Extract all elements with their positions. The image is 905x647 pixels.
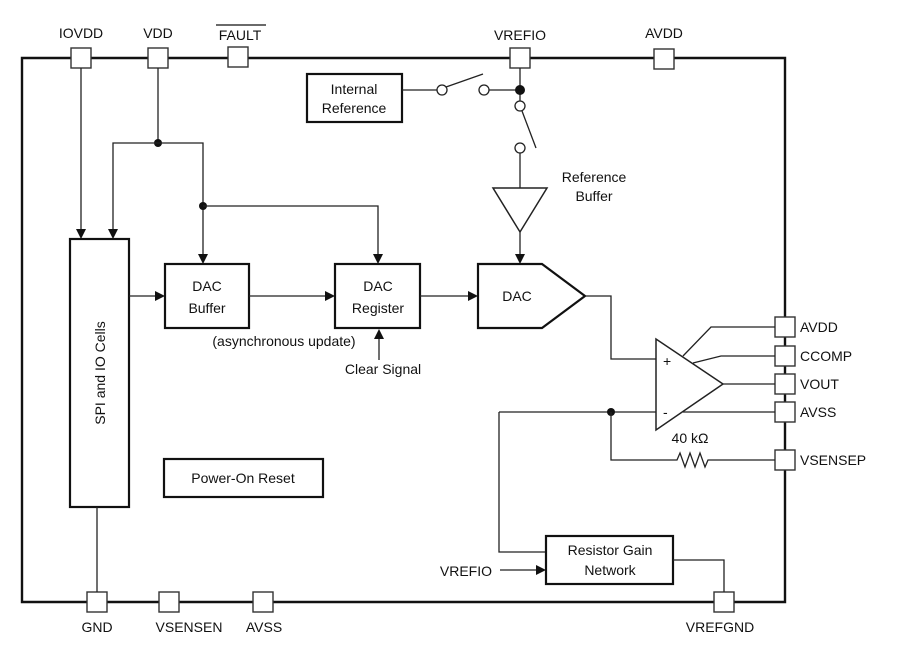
arrow-head [536, 565, 546, 575]
pin-label: AVDD [645, 25, 683, 41]
vrefio-input-label: VREFIO [440, 563, 492, 579]
internal-reference-block: Internal Reference [305, 72, 404, 124]
pin-label: GND [81, 619, 112, 635]
pin-right-ccomp: CCOMP [774, 345, 852, 367]
reference-buffer-label: Reference [562, 169, 627, 185]
pin-label: VSENSEP [800, 452, 866, 468]
arrow-head [374, 329, 384, 339]
block-label: Power-On Reset [191, 470, 295, 486]
arrow-head [108, 229, 118, 239]
opamp-minus-label: - [663, 404, 668, 420]
pin-label: VREFGND [686, 619, 754, 635]
block-label: DAC [363, 278, 393, 294]
wire-dac-to-opamp [585, 295, 656, 360]
switch-contact [436, 84, 448, 96]
pin-bottom-gnd: GND [81, 591, 113, 635]
arrow-head [325, 291, 335, 301]
pin-bottom-vrefgnd: VREFGND [686, 591, 754, 635]
power-on-reset-block: Power-On Reset [162, 457, 325, 499]
reference-buffer-triangle [491, 187, 549, 234]
pin-top-avdd: AVDD [645, 25, 683, 70]
pin-label: AVSS [800, 404, 836, 420]
pin-right-vout: VOUT [774, 373, 839, 395]
pin-top-vdd: VDD [143, 25, 173, 69]
arrow-head [76, 229, 86, 239]
reference-buffer-label: Buffer [575, 188, 612, 204]
arrow-head [155, 291, 165, 301]
chip-outline [20, 56, 787, 604]
wire-opamp-avdd [682, 326, 775, 357]
pin-label: VOUT [800, 376, 839, 392]
pin-right-avdd: AVDD [774, 316, 838, 338]
block-label: Network [584, 562, 636, 578]
switch-contact [478, 84, 490, 96]
wire-vdd-to-dacreg [203, 205, 379, 255]
arrow-head [515, 254, 525, 264]
clear-signal-label: Clear Signal [345, 361, 421, 377]
pin-label: VSENSEN [156, 619, 223, 635]
wire-rgn-to-vrefgnd [673, 559, 725, 592]
wire-opamp-ccomp [692, 355, 775, 364]
pin-top-vrefio: VREFIO [494, 27, 546, 69]
block-label: Buffer [188, 300, 225, 316]
pin-right-vsensep: VSENSEP [774, 449, 866, 471]
arrow-head [468, 291, 478, 301]
pin-label: AVSS [246, 619, 282, 635]
pin-label: CCOMP [800, 348, 852, 364]
spi-io-cells-block: SPI and IO Cells [68, 237, 131, 509]
pin-bottom-vsensen: VSENSEN [156, 591, 223, 635]
pin-label: VREFIO [494, 27, 546, 43]
arrow-head [198, 254, 208, 264]
dac-register-block: DAC Register [333, 262, 422, 330]
pin-bottom-avss: AVSS [246, 591, 282, 635]
dac-buffer-block: DAC Buffer [163, 262, 251, 330]
block-label: DAC [192, 278, 222, 294]
pin-label: FAULT [219, 27, 262, 43]
pin-top-fault: FAULT [216, 24, 266, 68]
wire-vdd-to-dacbuf [158, 142, 204, 255]
pin-right-avss: AVSS [774, 401, 836, 423]
block-label: Reference [322, 100, 387, 116]
block-label: Internal [331, 81, 378, 97]
junction-dot [515, 85, 525, 95]
wire-vdd-to-spi [112, 142, 158, 230]
pin-label: VDD [143, 25, 173, 41]
arrow-head [373, 254, 383, 264]
pin-top-iovdd: IOVDD [59, 25, 103, 69]
opamp-plus-label: + [663, 353, 671, 369]
pin-label: AVDD [800, 319, 838, 335]
wire-feedback-resistor [610, 412, 775, 469]
dac-block: DAC [476, 262, 587, 330]
switch-contact [514, 142, 526, 154]
switch-blade [521, 110, 537, 149]
resistor-gain-network-block: Resistor Gain Network [544, 534, 675, 586]
wire-feedback-to-rgn [498, 412, 545, 553]
block-label: Resistor Gain [568, 542, 653, 558]
block-label: DAC [502, 288, 532, 304]
block-label: SPI and IO Cells [92, 321, 108, 425]
switch-contact [514, 100, 526, 112]
block-label: Register [352, 300, 404, 316]
switch-blade [445, 73, 484, 88]
pin-label: IOVDD [59, 25, 103, 41]
async-update-label: (asynchronous update) [212, 333, 355, 349]
resistor-value-label: 40 kΩ [672, 430, 709, 446]
output-amplifier [655, 337, 725, 432]
